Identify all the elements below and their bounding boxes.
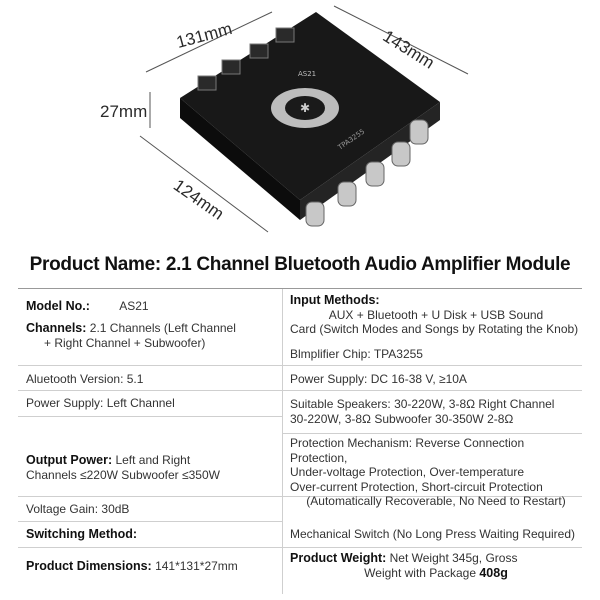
spec-value: TPA3255: [373, 347, 423, 361]
spec-channels: Channels: 2.1 Channels (Left Channel + R…: [26, 321, 278, 350]
spec-switching-method: Switching Method:: [26, 527, 276, 542]
spec-value: 30dB: [101, 502, 130, 516]
amplifier-board-drawing: ✱ AS21 TPA3255: [139, 5, 469, 233]
spec-weight-package: Weight with Package 408g: [290, 566, 582, 581]
spec-value: 2.1 Channels (Left Channel: [89, 321, 236, 335]
spec-value: Left Channel: [106, 396, 175, 410]
board-model-text: AS21: [298, 70, 316, 78]
spec-protection: Protection Mechanism: Reverse Connection…: [290, 436, 582, 509]
knob: [391, 141, 411, 167]
spec-label: Aluetooth Version:: [26, 372, 124, 386]
spec-value: Reverse Connection Protection,: [290, 436, 525, 465]
connector: [249, 43, 269, 59]
knob: [409, 119, 429, 145]
product-title: Product Name: 2.1 Channel Bluetooth Audi…: [29, 254, 571, 275]
knob: [337, 181, 357, 207]
row-divider: [18, 496, 282, 497]
spec-value: 5.1: [126, 372, 144, 386]
spec-label: Product Weight:: [290, 551, 387, 565]
spec-label: Switching Method:: [26, 527, 138, 541]
row-divider: [18, 416, 282, 417]
spec-value: Net Weight 345g, Gross: [389, 551, 518, 565]
spec-power-supply-left: Power Supply: Left Channel: [26, 396, 276, 411]
row-divider: [18, 521, 282, 522]
row-divider: [18, 365, 282, 366]
spec-label: Voltage Gain:: [26, 502, 99, 516]
board-front-side: [300, 102, 440, 220]
dimension-line-length: [139, 135, 269, 233]
spec-switch-value: Mechanical Switch (No Long Press Waiting…: [290, 527, 582, 542]
row-divider: [18, 390, 282, 391]
knob-row: [305, 119, 429, 227]
spec-value: AS21: [119, 299, 149, 313]
spec-value: Left and Right: [115, 453, 191, 467]
spec-label: Model No.:: [26, 299, 90, 313]
connector: [197, 75, 217, 91]
dimension-height-label: 27mm: [100, 102, 148, 121]
spec-label: Output Power:: [26, 453, 113, 467]
row-divider: [282, 496, 582, 497]
spec-amplifier-chip: Blmplifier Chip: TPA3255: [290, 347, 580, 362]
bluetooth-disc-inner: [285, 96, 325, 120]
spec-value: DC 16-38 V, ≥10A: [370, 372, 467, 386]
spec-bluetooth: Aluetooth Version: 5.1: [26, 372, 276, 387]
spec-label: Suitable Speakers:: [290, 397, 391, 411]
connector: [275, 27, 295, 43]
spec-label: Power Supply:: [26, 396, 104, 410]
spec-value-line: Channels ≤220W Subwoofer ≤350W: [26, 467, 220, 482]
dimension-line-depth: [333, 5, 469, 75]
spec-value-line: (Automatically Recoverable, No Need to R…: [306, 494, 566, 508]
spec-label: Power Supply:: [290, 372, 368, 386]
spec-label: Channels:: [26, 321, 87, 335]
row-divider: [282, 390, 582, 391]
spec-label: Protection Mechanism:: [290, 436, 413, 450]
spec-table: Model No.: AS21 Channels: 2.1 Channels (…: [18, 289, 582, 594]
column-divider: [282, 289, 283, 594]
spec-label: Blmplifier Chip:: [290, 347, 371, 361]
spec-value-line: Under-voltage Protection, Over-temperatu…: [290, 465, 525, 479]
spec-product-weight: Product Weight: Net Weight 345g, Gross W…: [290, 551, 582, 580]
row-divider: [282, 433, 582, 434]
svg-text:✱: ✱: [300, 101, 310, 115]
product-photo: ✱ AS21 TPA3255 131mm 143mm 27mm 124mm: [0, 0, 600, 250]
knob: [365, 161, 385, 187]
spec-value-line: AUX + Bluetooth + U Disk + USB Sound: [328, 307, 544, 322]
spec-label: Input Methods:: [290, 293, 380, 307]
connector: [221, 59, 241, 75]
board-left-side: [180, 98, 300, 220]
spec-value: Mechanical Switch (No Long Press Waiting…: [290, 527, 576, 541]
spec-model: Model No.: AS21: [26, 299, 276, 314]
spec-power-supply: Power Supply: DC 16-38 V, ≥10A: [290, 372, 580, 387]
row-divider: [18, 547, 582, 548]
spec-input-methods: Input Methods: AUX + Bluetooth + U Disk …: [290, 293, 582, 337]
spec-value-line: 30-220W, 3-8Ω Subwoofer 30-350W 2-8Ω: [290, 411, 514, 426]
spec-label: Product Dimensions:: [26, 559, 152, 573]
spec-value-line: Card (Switch Modes and Songs by Rotating…: [290, 322, 579, 336]
dimension-line-width: [145, 11, 273, 73]
spec-value-line: Over-current Protection, Short-circuit P…: [290, 479, 543, 494]
spec-value-line: + Right Channel + Subwoofer): [44, 335, 206, 350]
knob: [305, 201, 325, 227]
spec-output-power: Output Power: Left and Right Channels ≤2…: [26, 453, 278, 482]
spec-value-line: Weight with Package: [364, 565, 476, 580]
spec-value: 30-220W, 3-8Ω Right Channel: [394, 397, 555, 411]
row-divider: [282, 365, 582, 366]
title-divider: [18, 288, 582, 289]
spec-voltage-gain: Voltage Gain: 30dB: [26, 502, 276, 517]
spec-value: 141*131*27mm: [155, 559, 238, 573]
spec-value-bold: 408g: [479, 565, 508, 580]
spec-dimensions: Product Dimensions: 141*131*27mm: [26, 559, 278, 574]
spec-suitable-speakers: Suitable Speakers: 30-220W, 3-8Ω Right C…: [290, 397, 582, 426]
